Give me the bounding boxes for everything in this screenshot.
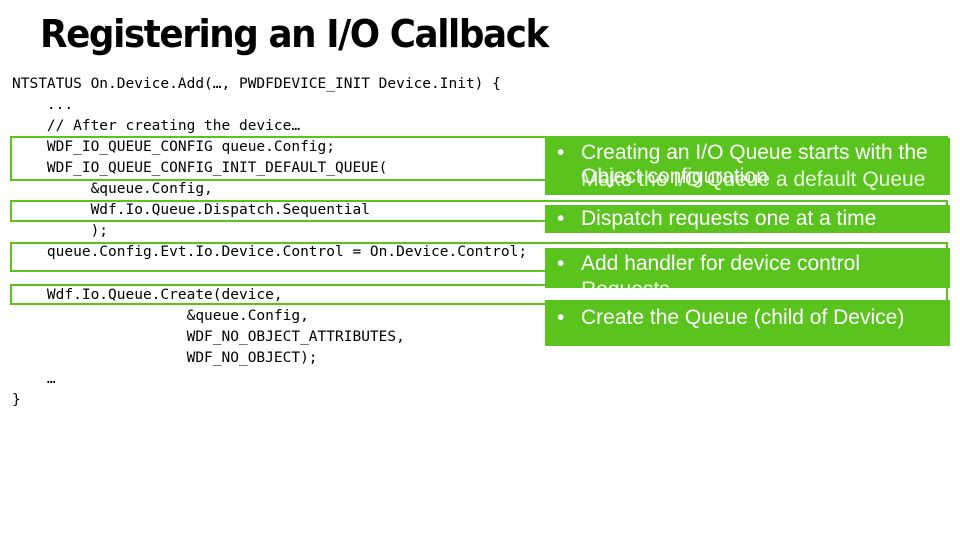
callout-ghost-text: Requests [581,278,670,288]
bullet-icon: • [557,306,565,329]
callout-handler: Requests • Add handler for device control [545,248,950,288]
callout-text: Object configuration [581,165,768,188]
code-line: … [12,371,56,387]
slide-title: Registering an I/O Callback [40,12,549,56]
code-line: ); [12,223,109,239]
code-line: } [12,392,21,408]
callout-queue-config: Make the I/O Queue a default Queue • Crea… [545,138,950,195]
code-line: // After creating the device… [12,118,301,134]
code-line: queue.Config.Evt.Io.Device.Control = On.… [12,244,528,260]
callout-create: • Create the Queue (child of Device) [545,300,950,346]
code-line: WDF_NO_OBJECT); [12,350,318,366]
code-line: WDF_NO_OBJECT_ATTRIBUTES, [12,329,405,345]
callout-text: Create the Queue (child of Device) [581,306,905,329]
callout-text: Dispatch requests one at a time [581,207,877,230]
code-line: NTSTATUS On.Device.Add(…, PWDFDEVICE_INI… [12,76,501,92]
bullet-icon: • [557,252,565,275]
bullet-icon: • [557,207,565,230]
code-line: Wdf.Io.Queue.Create(device, [12,287,283,303]
bullet-icon: • [557,141,565,164]
callout-dispatch: • Dispatch requests one at a time [545,205,950,233]
code-line: ... [12,97,74,113]
callout-text: Creating an I/O Queue starts with the [581,141,928,164]
callout-text: Add handler for device control [581,252,860,275]
code-line: WDF_IO_QUEUE_CONFIG queue.Config; [12,139,336,155]
code-line: &queue.Config, [12,308,309,324]
callout-ghost-text: Make the I/O Queue a default Queue [581,168,926,191]
code-line: WDF_IO_QUEUE_CONFIG_INIT_DEFAULT_QUEUE( [12,160,388,176]
code-line: &queue.Config, [12,181,213,197]
code-line: Wdf.Io.Queue.Dispatch.Sequential [12,202,370,218]
